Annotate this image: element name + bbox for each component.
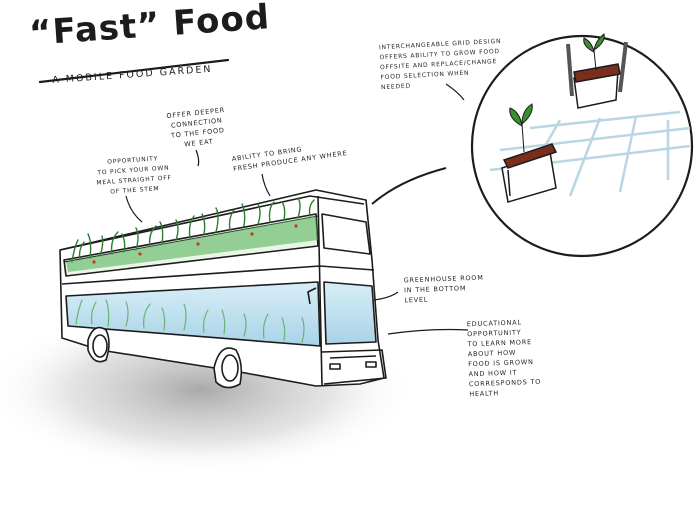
zoom-callout-line bbox=[371, 167, 447, 205]
leader-produce bbox=[261, 173, 271, 197]
title-underline bbox=[38, 58, 230, 84]
leader-connection bbox=[195, 149, 200, 167]
note-grid: Interchangeable grid design offers abili… bbox=[378, 37, 502, 92]
note-pick-meal: Opportunity to pick your own meal straig… bbox=[96, 155, 173, 196]
leader-greenhouse bbox=[373, 291, 399, 301]
planter-box-icon bbox=[501, 143, 558, 203]
rooftop-garden-fill bbox=[66, 216, 318, 272]
planter-detail-view bbox=[470, 33, 694, 258]
rooftop-garden bbox=[71, 197, 315, 263]
leader-educational bbox=[387, 328, 469, 335]
front-wheel bbox=[213, 347, 243, 389]
leader-pick-meal bbox=[125, 195, 143, 223]
greenhouse-plants bbox=[75, 299, 305, 343]
front-windshield bbox=[323, 281, 377, 345]
seedling-icon bbox=[583, 33, 605, 71]
rooftop-garden-accents bbox=[92, 224, 298, 264]
leader-grid bbox=[445, 83, 465, 101]
note-educational: Educational opportunity to learn more ab… bbox=[466, 318, 542, 399]
rear-wheel bbox=[87, 326, 110, 363]
planter-box-icon bbox=[566, 41, 628, 109]
note-connection: Offer deeper connection to the food we e… bbox=[166, 106, 226, 149]
lower-deck-window bbox=[65, 281, 321, 347]
seedling-icon bbox=[509, 103, 533, 153]
note-greenhouse: Greenhouse room in the bottom level bbox=[403, 273, 484, 305]
